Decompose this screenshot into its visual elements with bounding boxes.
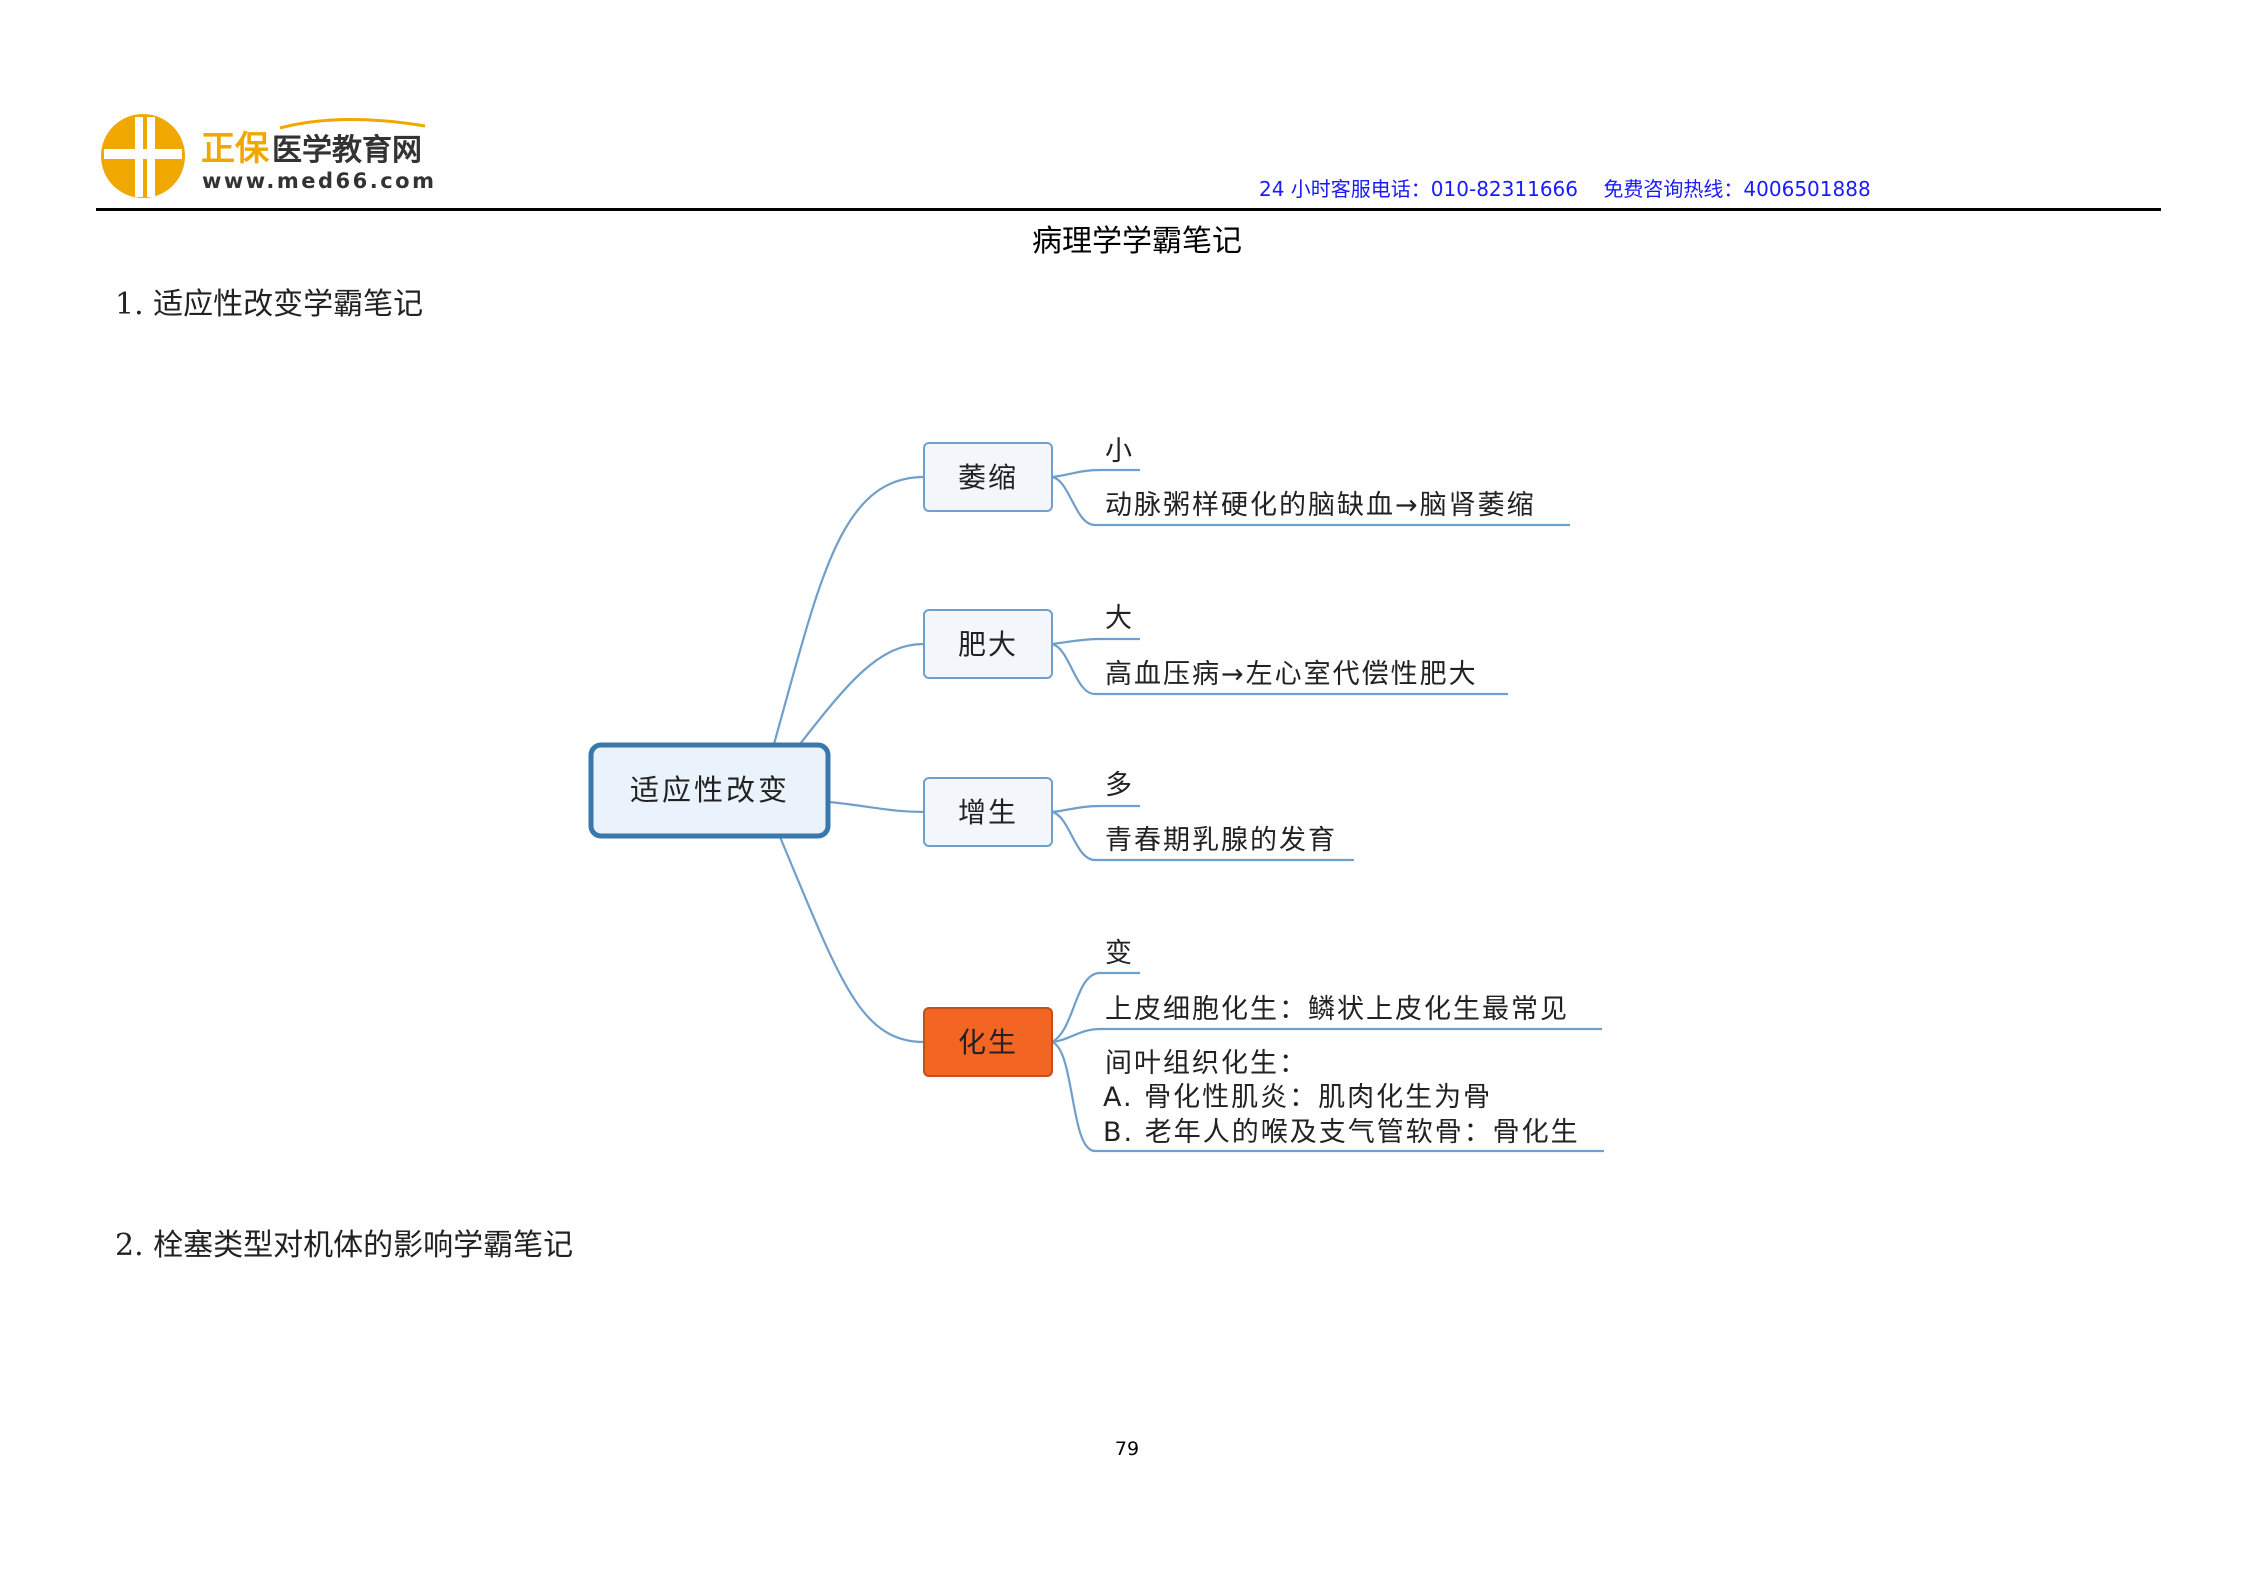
logo-name: 医学教育网 (272, 133, 422, 168)
header-divider (96, 208, 2161, 211)
leaf-keyword: 多 (1105, 770, 1134, 801)
branch-label: 萎缩 (958, 461, 1018, 494)
logo: 正保 医学教育网 www.med66.com (101, 114, 436, 198)
mindmap-connectors (772, 468, 1604, 1153)
leaf-keyword: 小 (1105, 436, 1134, 467)
branch-label: 化生 (958, 1026, 1018, 1059)
leaf-detail: 高血压病→左心室代偿性肥大 (1105, 659, 1478, 690)
leaf-detail: B. 老年人的喉及支气管软骨：骨化生 (1103, 1117, 1580, 1148)
page-title: 病理学学霸笔记 (1032, 224, 1242, 259)
section2-title: 2. 栓塞类型对机体的影响学霸笔记 (115, 1228, 573, 1263)
mindmap-center-node[interactable]: 适应性改变 (588, 742, 831, 839)
leaf-detail: A. 骨化性肌炎：肌肉化生为骨 (1103, 1082, 1492, 1113)
hotline-text: 24 小时客服电话：010-82311666 免费咨询热线：4006501888 (1259, 177, 1871, 201)
leaf-detail: 上皮细胞化生：鳞状上皮化生最常见 (1105, 994, 1569, 1025)
logo-url: www.med66.com (202, 169, 436, 193)
branch-node-hypertrophy[interactable]: 肥大 (923, 609, 1053, 679)
branch-node-hyperplasia[interactable]: 增生 (923, 777, 1053, 847)
leaf-keyword: 变 (1105, 938, 1134, 969)
leaf-detail: 间叶组织化生： (1105, 1048, 1308, 1079)
leaf-detail: 动脉粥样硬化的脑缺血→脑肾萎缩 (1105, 490, 1536, 521)
leaf-keyword: 大 (1105, 603, 1134, 634)
section1-title: 1. 适应性改变学霸笔记 (115, 287, 423, 322)
branch-label: 肥大 (958, 628, 1018, 661)
page-number: 79 (1115, 1438, 1139, 1460)
logo-brand: 正保 (201, 129, 270, 169)
center-node-label: 适应性改变 (630, 773, 790, 807)
branch-label: 增生 (958, 796, 1018, 829)
branch-node-metaplasia[interactable]: 化生 (923, 1007, 1053, 1077)
branch-node-atrophy[interactable]: 萎缩 (923, 442, 1053, 512)
leaf-detail: 青春期乳腺的发育 (1105, 825, 1337, 856)
